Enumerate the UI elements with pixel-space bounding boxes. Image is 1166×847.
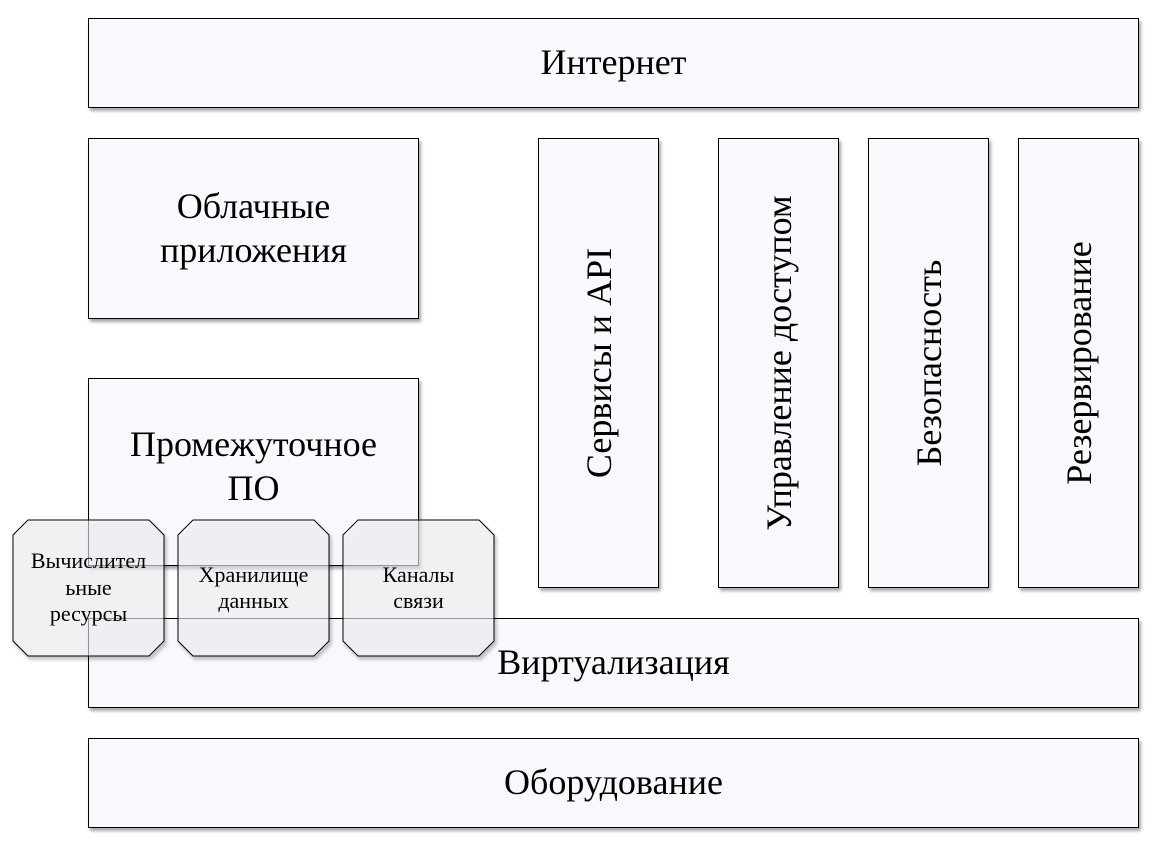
access-control-pillar: Управление доступом — [718, 138, 839, 588]
hardware-layer: Оборудование — [88, 738, 1139, 828]
backup-pillar: Резервирование — [1018, 138, 1139, 588]
data-storage-label: Хранилище данных — [198, 561, 309, 613]
compute-resources-label: Вычислител ьные ресурсы — [30, 548, 147, 627]
services-api-label: Сервисы и API — [578, 247, 619, 479]
security-pillar: Безопасность — [868, 138, 989, 588]
access-control-label: Управление доступом — [758, 195, 799, 531]
backup-label: Резервирование — [1058, 241, 1099, 485]
communication-channels-label: Каналы связи — [382, 561, 455, 613]
virtualization-label: Виртуализация — [497, 642, 730, 683]
middleware-label: Промежуточное ПО — [129, 424, 378, 508]
virtualization-layer: Виртуализация — [88, 618, 1139, 708]
security-label: Безопасность — [908, 259, 949, 467]
hardware-label: Оборудование — [504, 762, 723, 803]
cloud-apps-block: Облачные приложения — [88, 138, 419, 319]
internet-layer: Интернет — [88, 18, 1139, 108]
internet-label: Интернет — [540, 42, 687, 83]
cloud-apps-label: Облачные приложения — [159, 185, 348, 270]
services-api-pillar: Сервисы и API — [538, 138, 659, 588]
